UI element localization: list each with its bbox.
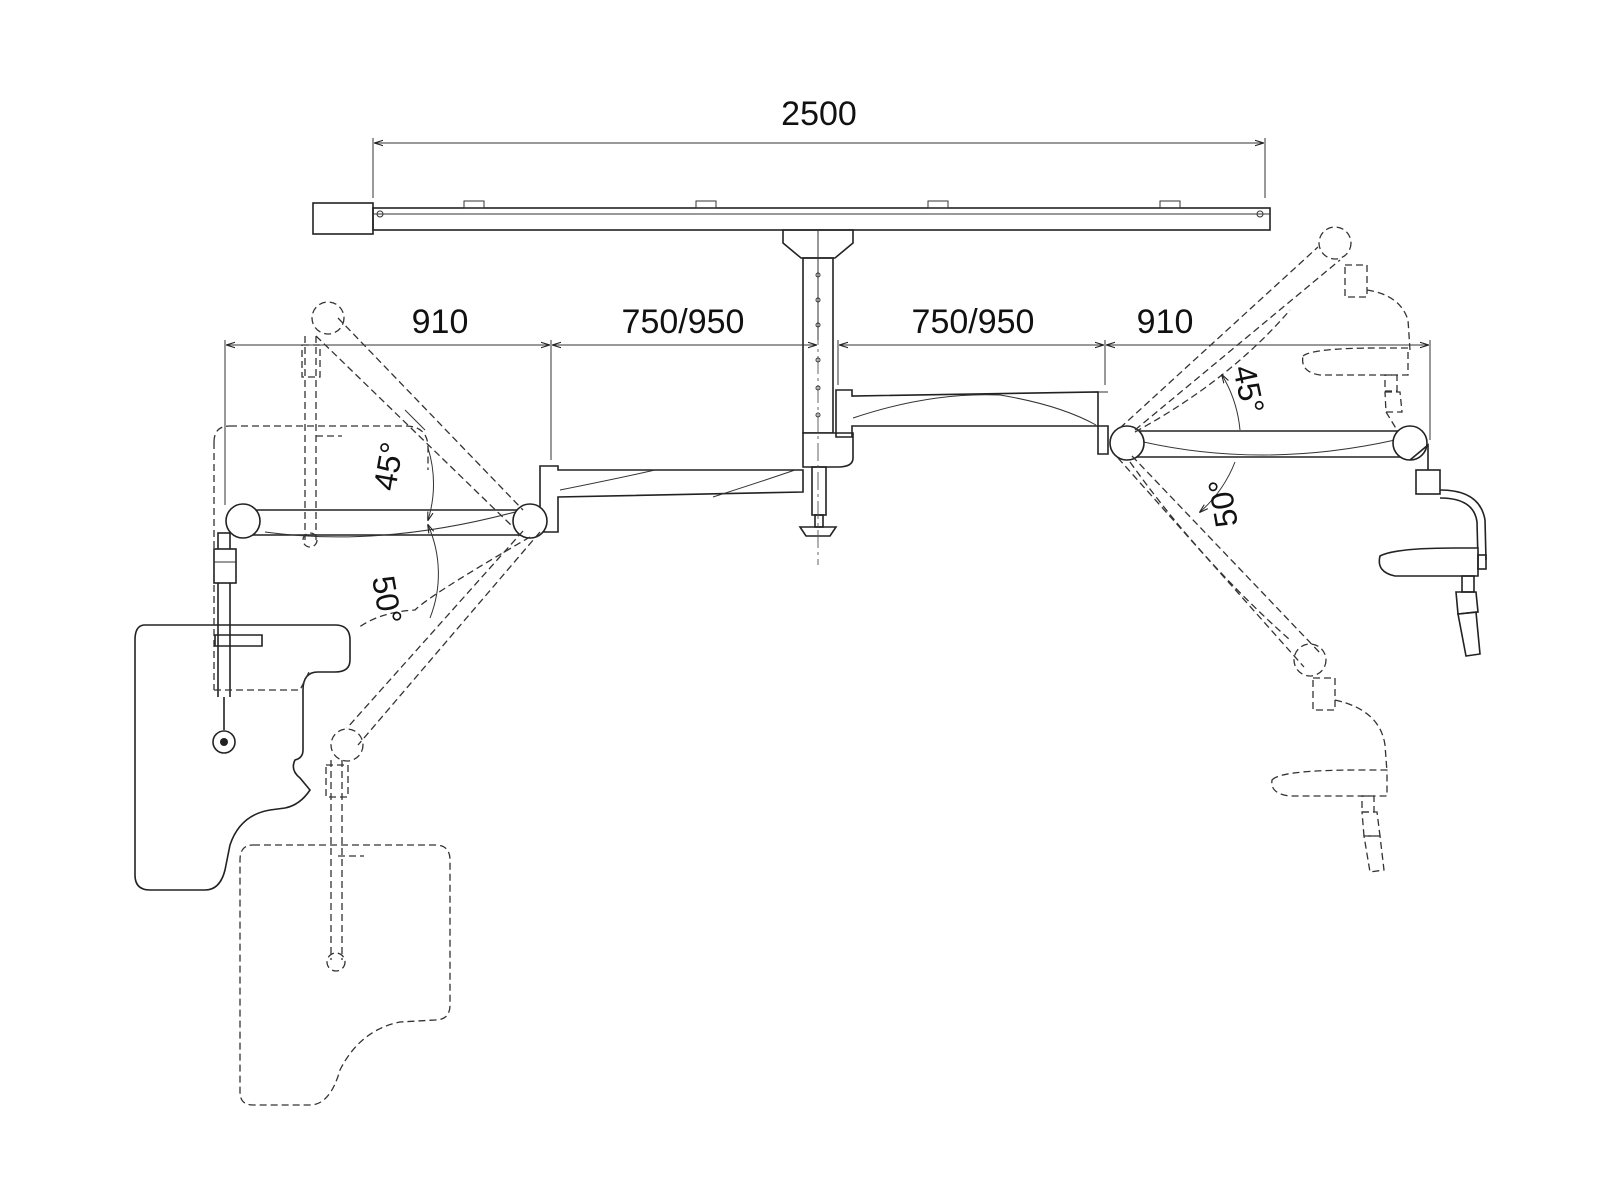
dimension-left-outer-reach: 910 (412, 303, 469, 341)
right-arm-ghost-positions (1117, 226, 1411, 873)
left-angle-arcs (404, 409, 439, 619)
angle-right-down: 50° (1201, 476, 1245, 530)
left-inner-arm (539, 465, 804, 533)
ceiling-rail (312, 200, 1271, 235)
angle-right-up: 45° (1226, 362, 1271, 417)
right-light-handle (1457, 611, 1481, 657)
left-joint-outer (225, 503, 261, 539)
left-monitor-plate (134, 624, 351, 891)
right-joint-inner (1109, 425, 1145, 461)
left-arm-ghost-positions (213, 301, 541, 1106)
right-outer-arm (1109, 425, 1487, 657)
dimension-lines (224, 138, 1431, 505)
rail-end-cap (312, 202, 374, 235)
dimension-overall-width: 2500 (781, 95, 857, 133)
right-light-head (1378, 547, 1479, 577)
left-joint-inner (512, 503, 548, 539)
angle-left-up: 45° (366, 439, 410, 493)
dimension-right-outer-reach: 910 (1137, 303, 1194, 341)
rail-body (372, 207, 1271, 231)
dimension-left-inner-reach: 750/950 (622, 303, 745, 341)
right-inner-arm (835, 389, 1109, 455)
dimension-right-inner-reach: 750/950 (912, 303, 1035, 341)
left-outer-arm (134, 503, 548, 891)
right-joint-outer (1392, 425, 1428, 461)
right-angle-arcs (1200, 375, 1241, 512)
angle-left-down: 50° (365, 573, 409, 627)
